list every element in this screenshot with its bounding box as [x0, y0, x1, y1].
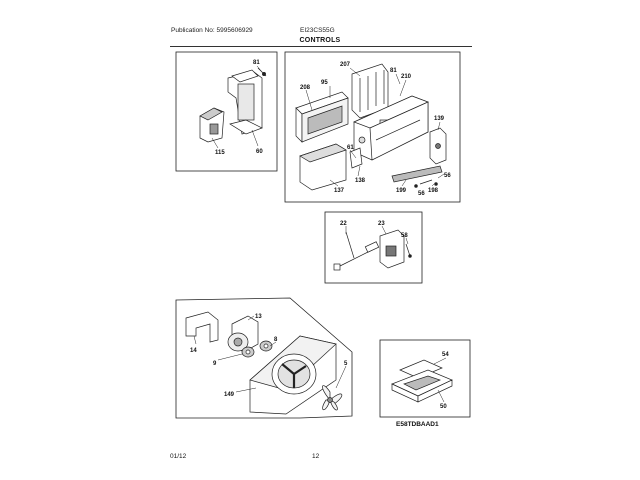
callout-61: 61: [347, 145, 354, 151]
leader-lines: [193, 65, 447, 403]
part-14-bracket-drawing: [185, 311, 219, 343]
part-54-lens-drawing: [399, 359, 443, 379]
callout-13: 13: [255, 314, 262, 320]
part-8-grommet-drawing: [259, 340, 273, 352]
footer-page-number: 12: [312, 453, 320, 460]
part-50-light-housing-drawing: [391, 369, 453, 403]
diagram-code: E58TDBAAD1: [396, 421, 439, 428]
callout-95: 95: [321, 80, 328, 86]
part-139-bracket-drawing: [429, 127, 447, 165]
callout-115: 115: [215, 150, 225, 156]
callout-54: 54: [442, 352, 449, 358]
callout-5: 5: [344, 361, 348, 367]
callout-208: 208: [300, 85, 311, 91]
part-137-cover-drawing: [299, 143, 347, 191]
panel-box-left: [175, 51, 278, 172]
callout-138: 138: [355, 178, 366, 184]
callout-58: 58: [401, 233, 408, 239]
callout-14: 14: [190, 348, 197, 354]
panel-box-controls: [284, 51, 461, 203]
part-22-sensor-drawing: [333, 231, 380, 271]
callout-50: 50: [440, 404, 447, 410]
panel-box-fan: [175, 297, 353, 419]
part-115-module-drawing: [199, 107, 225, 143]
callout-81b: 81: [390, 68, 397, 74]
part-5-fan-blade-drawing: [322, 385, 343, 411]
panel-box-light: [379, 339, 471, 418]
model-number: EI23CS55G: [300, 27, 335, 34]
part-23-thermostat-drawing: [379, 229, 405, 269]
publication-number: Publication No: 5995606929: [171, 27, 253, 34]
part-208-frame-drawing: [295, 91, 349, 143]
part-13-motor-drawing: [227, 315, 259, 353]
callout-56a: 56: [444, 173, 451, 179]
callout-60: 60: [256, 149, 263, 155]
callout-22: 22: [340, 221, 347, 227]
footer-date: 01/12: [170, 453, 187, 460]
callout-8: 8: [274, 337, 278, 343]
part-210-control-housing-drawing: [353, 95, 429, 161]
callout-149: 149: [224, 392, 235, 398]
callout-207: 207: [340, 62, 351, 68]
callout-81a: 81: [253, 60, 260, 66]
callout-137: 137: [334, 188, 345, 194]
callout-199: 199: [396, 188, 407, 194]
callout-9: 9: [213, 361, 217, 367]
part-60-shield-drawing: [227, 69, 263, 135]
part-149-shroud-drawing: [249, 335, 337, 415]
callout-23: 23: [378, 221, 385, 227]
panel-box-thermostat: [324, 211, 423, 284]
section-title: CONTROLS: [299, 37, 341, 44]
header-rule: [170, 46, 472, 47]
part-9-grommet-drawing: [241, 346, 255, 358]
callout-210: 210: [401, 74, 412, 80]
callout-56b: 56: [418, 191, 425, 197]
callout-198: 198: [428, 188, 439, 194]
callout-139: 139: [434, 116, 445, 122]
part-199-bar-drawing: [391, 165, 443, 188]
screw-58-drawing: [405, 243, 412, 258]
